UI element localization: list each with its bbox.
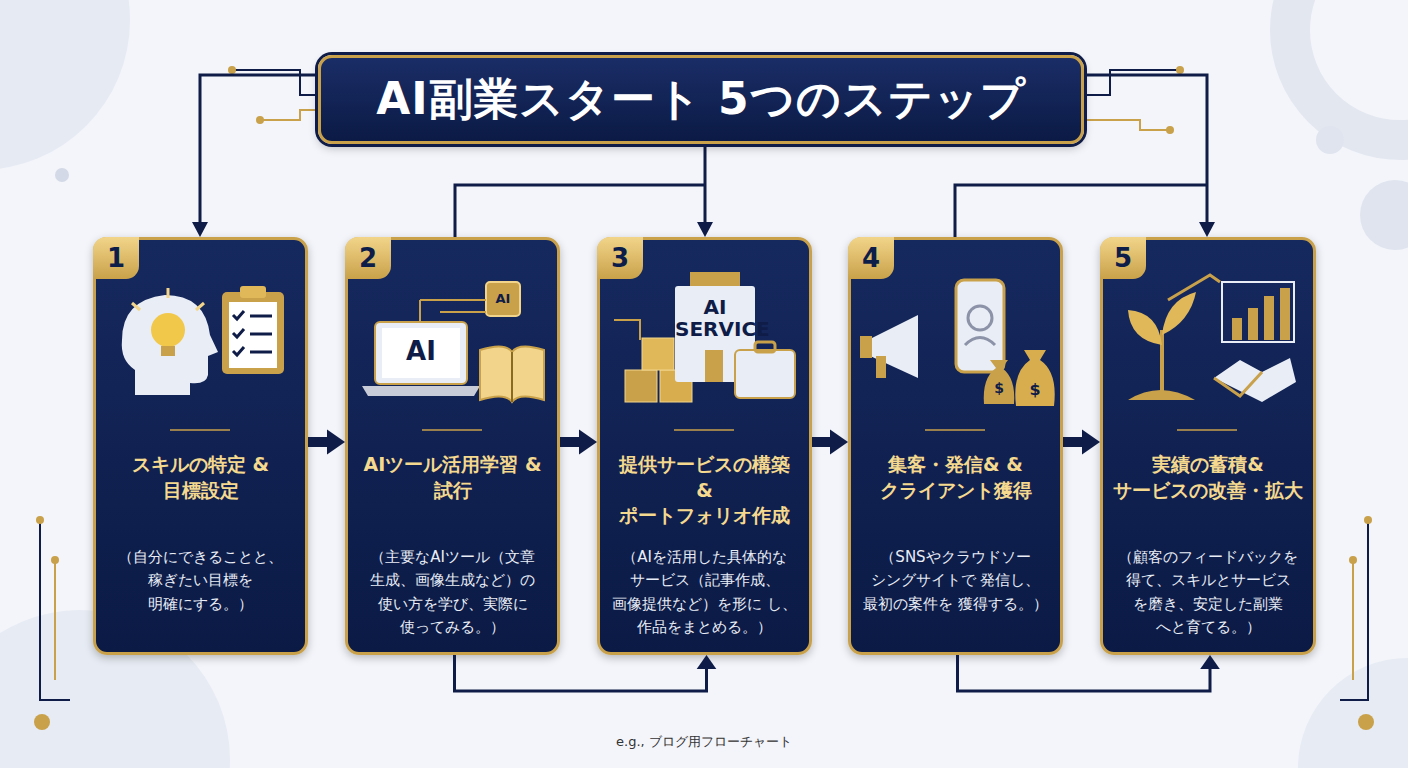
step-heading: AIツール活用学習 &試行 bbox=[358, 452, 547, 503]
arrow-head bbox=[327, 429, 345, 454]
title-banner: AI副業スタート 5つのステップ bbox=[318, 55, 1084, 144]
loop-line bbox=[958, 655, 1211, 691]
arrow-head bbox=[697, 655, 717, 669]
step-card: 2AIツール活用学習 &試行 （主要なAIツール（文章 生成、画像生成など）の 使… bbox=[345, 237, 560, 655]
arrow-shaft bbox=[308, 437, 329, 447]
step-card: 1 スキルの特定 & 目標設定 （自分にできることと、 稼ぎたい目標を 明確にする。… bbox=[93, 237, 308, 655]
step-description: （顧客のフィードバックを 得て、スキルとサービス を磨き、安定した副業 へと育て… bbox=[1111, 546, 1305, 639]
arrow-head bbox=[830, 429, 848, 454]
step-number: 4 bbox=[848, 237, 894, 279]
arrow-head bbox=[579, 429, 597, 454]
flow-connector bbox=[958, 655, 1220, 691]
flow-connector bbox=[455, 655, 717, 691]
flow-connector bbox=[812, 429, 848, 454]
step-heading: 集客・発信& & クライアント獲得 bbox=[861, 452, 1050, 503]
arrow-shaft bbox=[560, 437, 581, 447]
title: AI副業スタート 5つのステップ bbox=[376, 70, 1025, 129]
step-number: 1 bbox=[93, 237, 139, 279]
arrow-head bbox=[1082, 429, 1100, 454]
step-description: （SNSやクラウドソー シングサイトで 発信し、最初の案件を 獲得する。） bbox=[859, 546, 1052, 616]
arrow-head bbox=[1200, 655, 1220, 669]
arrow-shaft bbox=[1063, 437, 1084, 447]
step-description: （主要なAIツール（文章 生成、画像生成など）の 使い方を学び、実際に 使ってみ… bbox=[356, 546, 549, 639]
flow-connector bbox=[1063, 429, 1100, 454]
step-description: （AIを活用した具体的な サービス（記事作成、 画像提供など）を形に し、作品を… bbox=[608, 546, 801, 639]
step-number: 3 bbox=[597, 237, 643, 279]
flow-connector bbox=[560, 429, 597, 454]
step-heading: 実績の蓄積& サービスの改善・拡大 bbox=[1113, 452, 1303, 503]
step-card: 4 集客・発信& & クライアント獲得 （SNSやクラウドソー シングサイトで 発信… bbox=[848, 237, 1063, 655]
step-number: 2 bbox=[345, 237, 391, 279]
step-heading: スキルの特定 & 目標設定 bbox=[106, 452, 295, 503]
step-description: （自分にできることと、 稼ぎたい目標を 明確にする。） bbox=[104, 546, 297, 616]
caption: e.g., ブログ用フローチャート bbox=[0, 733, 1408, 751]
arrow-shaft bbox=[812, 437, 832, 447]
loop-line bbox=[455, 655, 707, 691]
step-card: 3 提供サービスの構築 & ポートフォリオ作成 （AIを活用した具体的な サービス（… bbox=[597, 237, 812, 655]
step-heading: 提供サービスの構築 & ポートフォリオ作成 bbox=[610, 452, 799, 529]
step-number: 5 bbox=[1100, 237, 1146, 279]
step-card: 5 実績の蓄積& サービスの改善・拡大 （顧客のフィードバックを 得て、スキルとサー… bbox=[1100, 237, 1316, 655]
flow-connector bbox=[308, 429, 345, 454]
